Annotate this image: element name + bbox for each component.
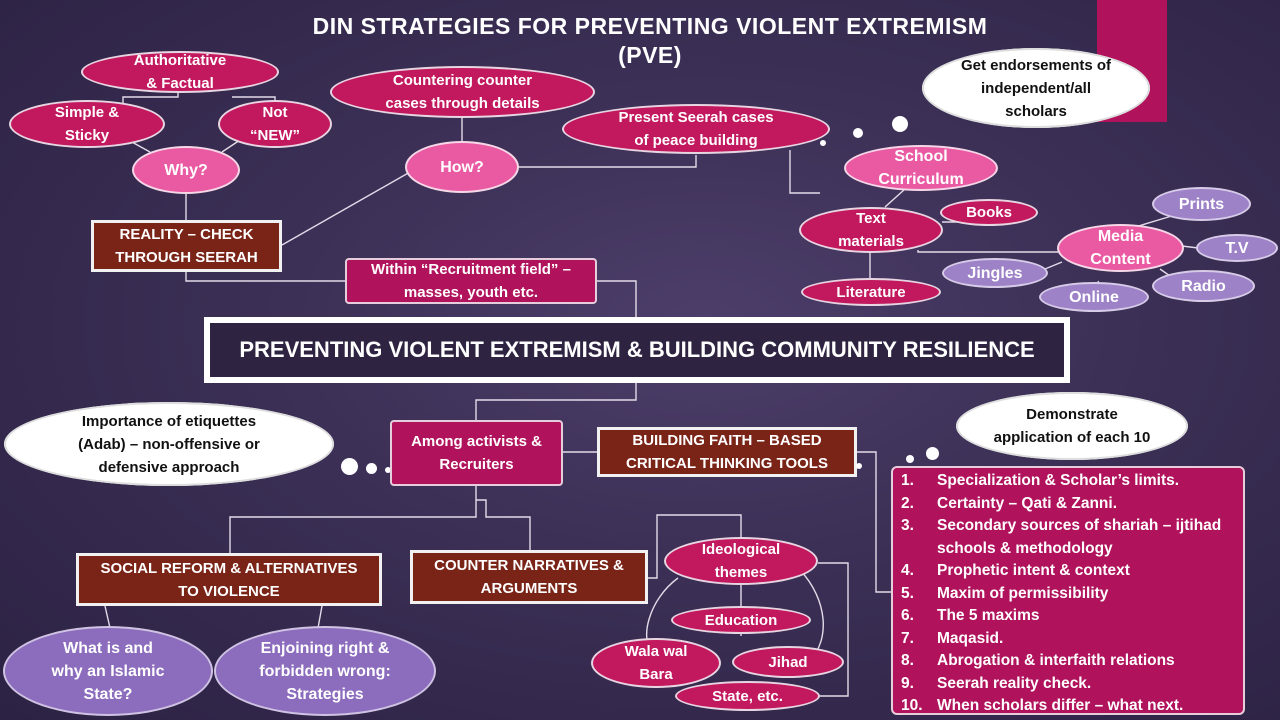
node-authoritative: Authoritative & Factual — [81, 51, 279, 93]
thought-dot — [820, 140, 826, 146]
tools-ordered-list: 1. Specialization & Scholar’s limits. 2. Ce… — [901, 470, 1235, 718]
tools-list-text: Maxim of permissibility — [937, 584, 1109, 602]
node-state: State, etc. — [675, 681, 820, 711]
node-prints: Prints — [1152, 187, 1251, 221]
node-radio: Radio — [1152, 270, 1255, 302]
node-not-new: Not “NEW” — [218, 100, 332, 148]
tools-list-text: When scholars differ – what next. — [937, 697, 1184, 714]
node-text-materials: Text materials — [799, 207, 943, 253]
tools-list-number: 7. — [901, 629, 914, 647]
tools-list-item: 2. Certainty – Qati & Zanni. — [901, 493, 1235, 516]
node-school-curriculum: School Curriculum — [844, 145, 998, 191]
tools-list-number: 10. — [901, 697, 923, 714]
node-simple-sticky: Simple & Sticky — [9, 100, 165, 148]
thought-dot — [853, 128, 863, 138]
tools-list-item: 4. Prophetic intent & context — [901, 560, 1235, 583]
tools-list-item: 9. Seerah reality check. — [901, 673, 1235, 696]
tools-list-text: Prophetic intent & context — [937, 562, 1130, 579]
node-islamic-state: What is and why an Islamic State? — [3, 626, 213, 716]
box-social-reform: SOCIAL REFORM & ALTERNATIVES TO VIOLENCE — [76, 553, 382, 606]
node-media-content: Media Content — [1057, 224, 1184, 272]
node-literature: Literature — [801, 278, 941, 306]
box-recruitment-field: Within “Recruitment field” – masses, you… — [345, 258, 597, 304]
tools-list-text: Maqasid. — [937, 629, 1004, 647]
tools-list-item: 7. Maqasid. — [901, 628, 1235, 651]
box-reality-check: REALITY – CHECK THROUGH SEERAH — [91, 220, 282, 272]
thought-dot — [385, 467, 391, 473]
cloud-demonstrate: Demonstrate application of each 10 — [956, 392, 1188, 460]
tools-list-number: 1. — [901, 472, 914, 489]
tools-list-number: 9. — [901, 674, 914, 692]
node-why: Why? — [132, 146, 240, 194]
node-online: Online — [1039, 282, 1149, 312]
thought-dot — [341, 458, 358, 475]
diagram-title: DIN STRATEGIES FOR PREVENTING VIOLENT EX… — [312, 13, 988, 68]
tools-list-number: 4. — [901, 562, 914, 579]
node-jingles: Jingles — [942, 258, 1048, 288]
thought-dot — [906, 455, 914, 463]
tools-list-number: 2. — [901, 494, 914, 512]
cloud-etiquettes: Importance of etiquettes (Adab) – non-of… — [4, 402, 334, 486]
node-tv: T.V — [1196, 234, 1278, 262]
tools-list-item: 6. The 5 maxims — [901, 605, 1235, 628]
thought-dot — [892, 116, 908, 132]
thought-dot — [366, 463, 377, 474]
tools-list-text: Specialization & Scholar’s limits. — [937, 472, 1180, 489]
node-books: Books — [940, 199, 1038, 226]
tools-list-text: Secondary sources of shariah – ijtihad s… — [937, 517, 1222, 557]
thought-dot — [856, 463, 862, 469]
tools-list-item: 10. When scholars differ – what next. — [901, 695, 1235, 718]
tools-list-item: 5. Maxim of permissibility — [901, 583, 1235, 606]
node-wala: Wala wal Bara — [591, 638, 721, 688]
tools-list-number: 5. — [901, 584, 914, 602]
cloud-endorsements: Get endorsements of independent/all scho… — [922, 48, 1150, 128]
node-ideological: Ideological themes — [664, 537, 818, 585]
tools-list-text: Certainty – Qati & Zanni. — [937, 494, 1118, 512]
central-title: PREVENTING VIOLENT EXTREMISM & BUILDING … — [208, 321, 1066, 379]
node-education: Education — [671, 606, 811, 634]
node-countering: Countering counter cases through details — [330, 66, 595, 118]
box-activists: Among activists & Recruiters — [390, 420, 563, 486]
node-jihad: Jihad — [732, 646, 844, 678]
tools-list-item: 1. Specialization & Scholar’s limits. — [901, 470, 1235, 493]
node-seerah-cases: Present Seerah cases of peace building — [562, 104, 830, 154]
box-counter-narratives: COUNTER NARRATIVES & ARGUMENTS — [410, 550, 648, 604]
tools-list-number: 6. — [901, 607, 914, 624]
thought-dot — [926, 447, 939, 460]
tools-list-text: Seerah reality check. — [937, 674, 1092, 692]
tools-list-number: 8. — [901, 652, 914, 669]
tools-list-number: 3. — [901, 517, 914, 534]
central-box: PREVENTING VIOLENT EXTREMISM & BUILDING … — [204, 317, 1070, 383]
tools-list-item: 3. Secondary sources of shariah – ijtihad… — [901, 515, 1235, 560]
box-critical-thinking: BUILDING FAITH – BASED CRITICAL THINKING… — [597, 427, 857, 477]
node-how: How? — [405, 141, 519, 193]
tools-list-text: Abrogation & interfaith relations — [937, 652, 1175, 669]
tools-list-item: 8. Abrogation & interfaith relations — [901, 650, 1235, 673]
tools-list: 1. Specialization & Scholar’s limits. 2. Ce… — [891, 466, 1245, 715]
tools-list-text: The 5 maxims — [937, 607, 1040, 624]
node-enjoining: Enjoining right & forbidden wrong: Strat… — [214, 626, 436, 716]
